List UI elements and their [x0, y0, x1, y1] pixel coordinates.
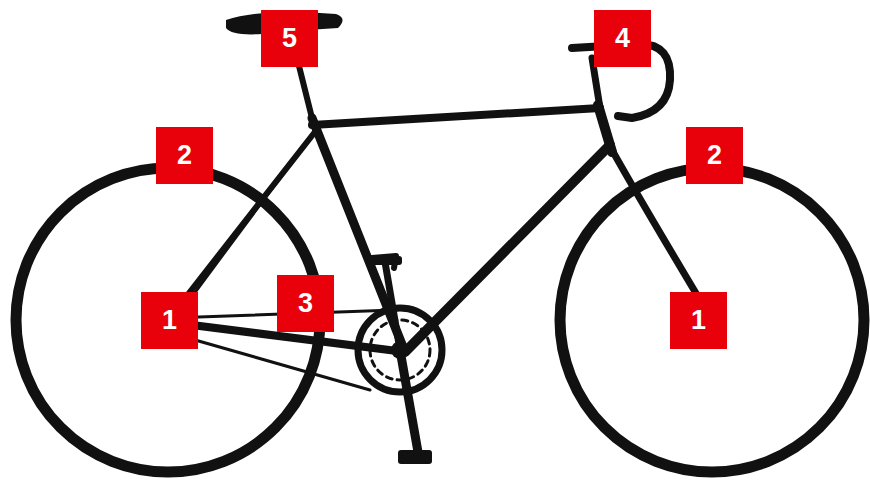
crank-arm [385, 262, 400, 350]
callout-number: 2 [156, 127, 213, 184]
callout-number: 4 [594, 10, 651, 67]
crank-arm [400, 350, 418, 452]
top-tube [312, 108, 600, 125]
down-tube [405, 145, 610, 352]
bottom-bracket [391, 341, 409, 359]
callout-number: 2 [686, 127, 743, 184]
rear-wheel [16, 168, 320, 472]
callout-number: 1 [670, 292, 727, 349]
callout-number: 1 [141, 292, 198, 349]
front-wheel [560, 168, 864, 472]
seat-post [298, 62, 312, 118]
pedal [372, 256, 402, 265]
callout-number: 3 [277, 275, 334, 332]
pedal [398, 450, 432, 464]
chainring [358, 308, 442, 392]
callout-number: 5 [261, 10, 318, 67]
